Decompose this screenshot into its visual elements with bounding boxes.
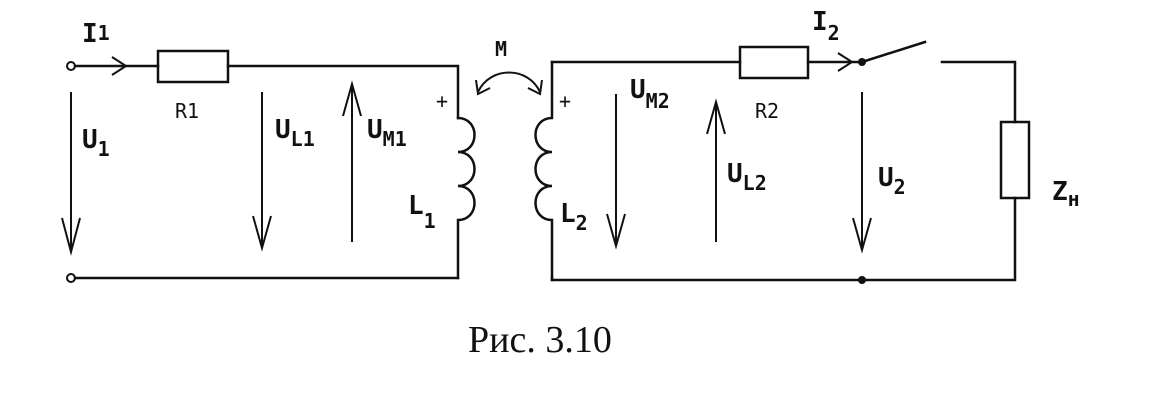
mutual-coupling-arc bbox=[477, 71, 541, 93]
label-um1: UM1 bbox=[367, 115, 407, 151]
wire-top-to-l1 bbox=[226, 64, 460, 120]
label-u2: U2 bbox=[878, 163, 906, 199]
label-ul2: UL2 bbox=[727, 159, 767, 195]
primary-circuit: I1 U1 R1 UL1 UM1 + L1 bbox=[61, 19, 476, 283]
voltage-u2-arrow bbox=[852, 92, 872, 254]
label-zn: Zн bbox=[1052, 177, 1080, 211]
label-l2: L2 bbox=[560, 199, 588, 235]
voltage-ul2-arrow bbox=[706, 98, 726, 242]
label-i1: I1 bbox=[82, 19, 110, 49]
secondary-circuit: + L2 UM2 R2 UL2 I2 U2 Zн bbox=[534, 7, 1080, 284]
current-i1-arrow bbox=[86, 56, 128, 76]
voltage-ul1-arrow bbox=[252, 92, 272, 252]
label-l1: L1 bbox=[408, 191, 436, 233]
polarity-mark-l2: + bbox=[559, 89, 571, 113]
inductor-l1 bbox=[456, 116, 476, 280]
label-ul1: UL1 bbox=[275, 115, 315, 151]
label-m: M bbox=[495, 37, 507, 61]
inductor-l2 bbox=[534, 60, 554, 280]
figure-caption: Рис. 3.10 bbox=[468, 319, 612, 361]
resistor-r2 bbox=[738, 45, 810, 80]
mutual-inductance: M bbox=[475, 37, 543, 96]
label-um2: UM2 bbox=[630, 75, 670, 113]
voltage-um2-arrow bbox=[606, 94, 626, 250]
label-r2: R2 bbox=[755, 99, 779, 123]
polarity-mark-l1: + bbox=[436, 89, 448, 113]
bottom-node bbox=[858, 276, 866, 284]
current-i2-arrow bbox=[812, 52, 854, 72]
voltage-u1-arrow bbox=[61, 92, 81, 256]
label-i2: I2 bbox=[812, 7, 840, 45]
label-u1: U1 bbox=[82, 125, 110, 161]
wire-bottom-right bbox=[550, 196, 1017, 282]
resistor-r1 bbox=[156, 49, 230, 84]
voltage-um1-arrow bbox=[342, 80, 362, 242]
wire-switch-to-load bbox=[940, 60, 1017, 124]
load-zn bbox=[999, 120, 1031, 200]
switch-blade bbox=[860, 40, 927, 64]
label-r1: R1 bbox=[175, 99, 199, 123]
